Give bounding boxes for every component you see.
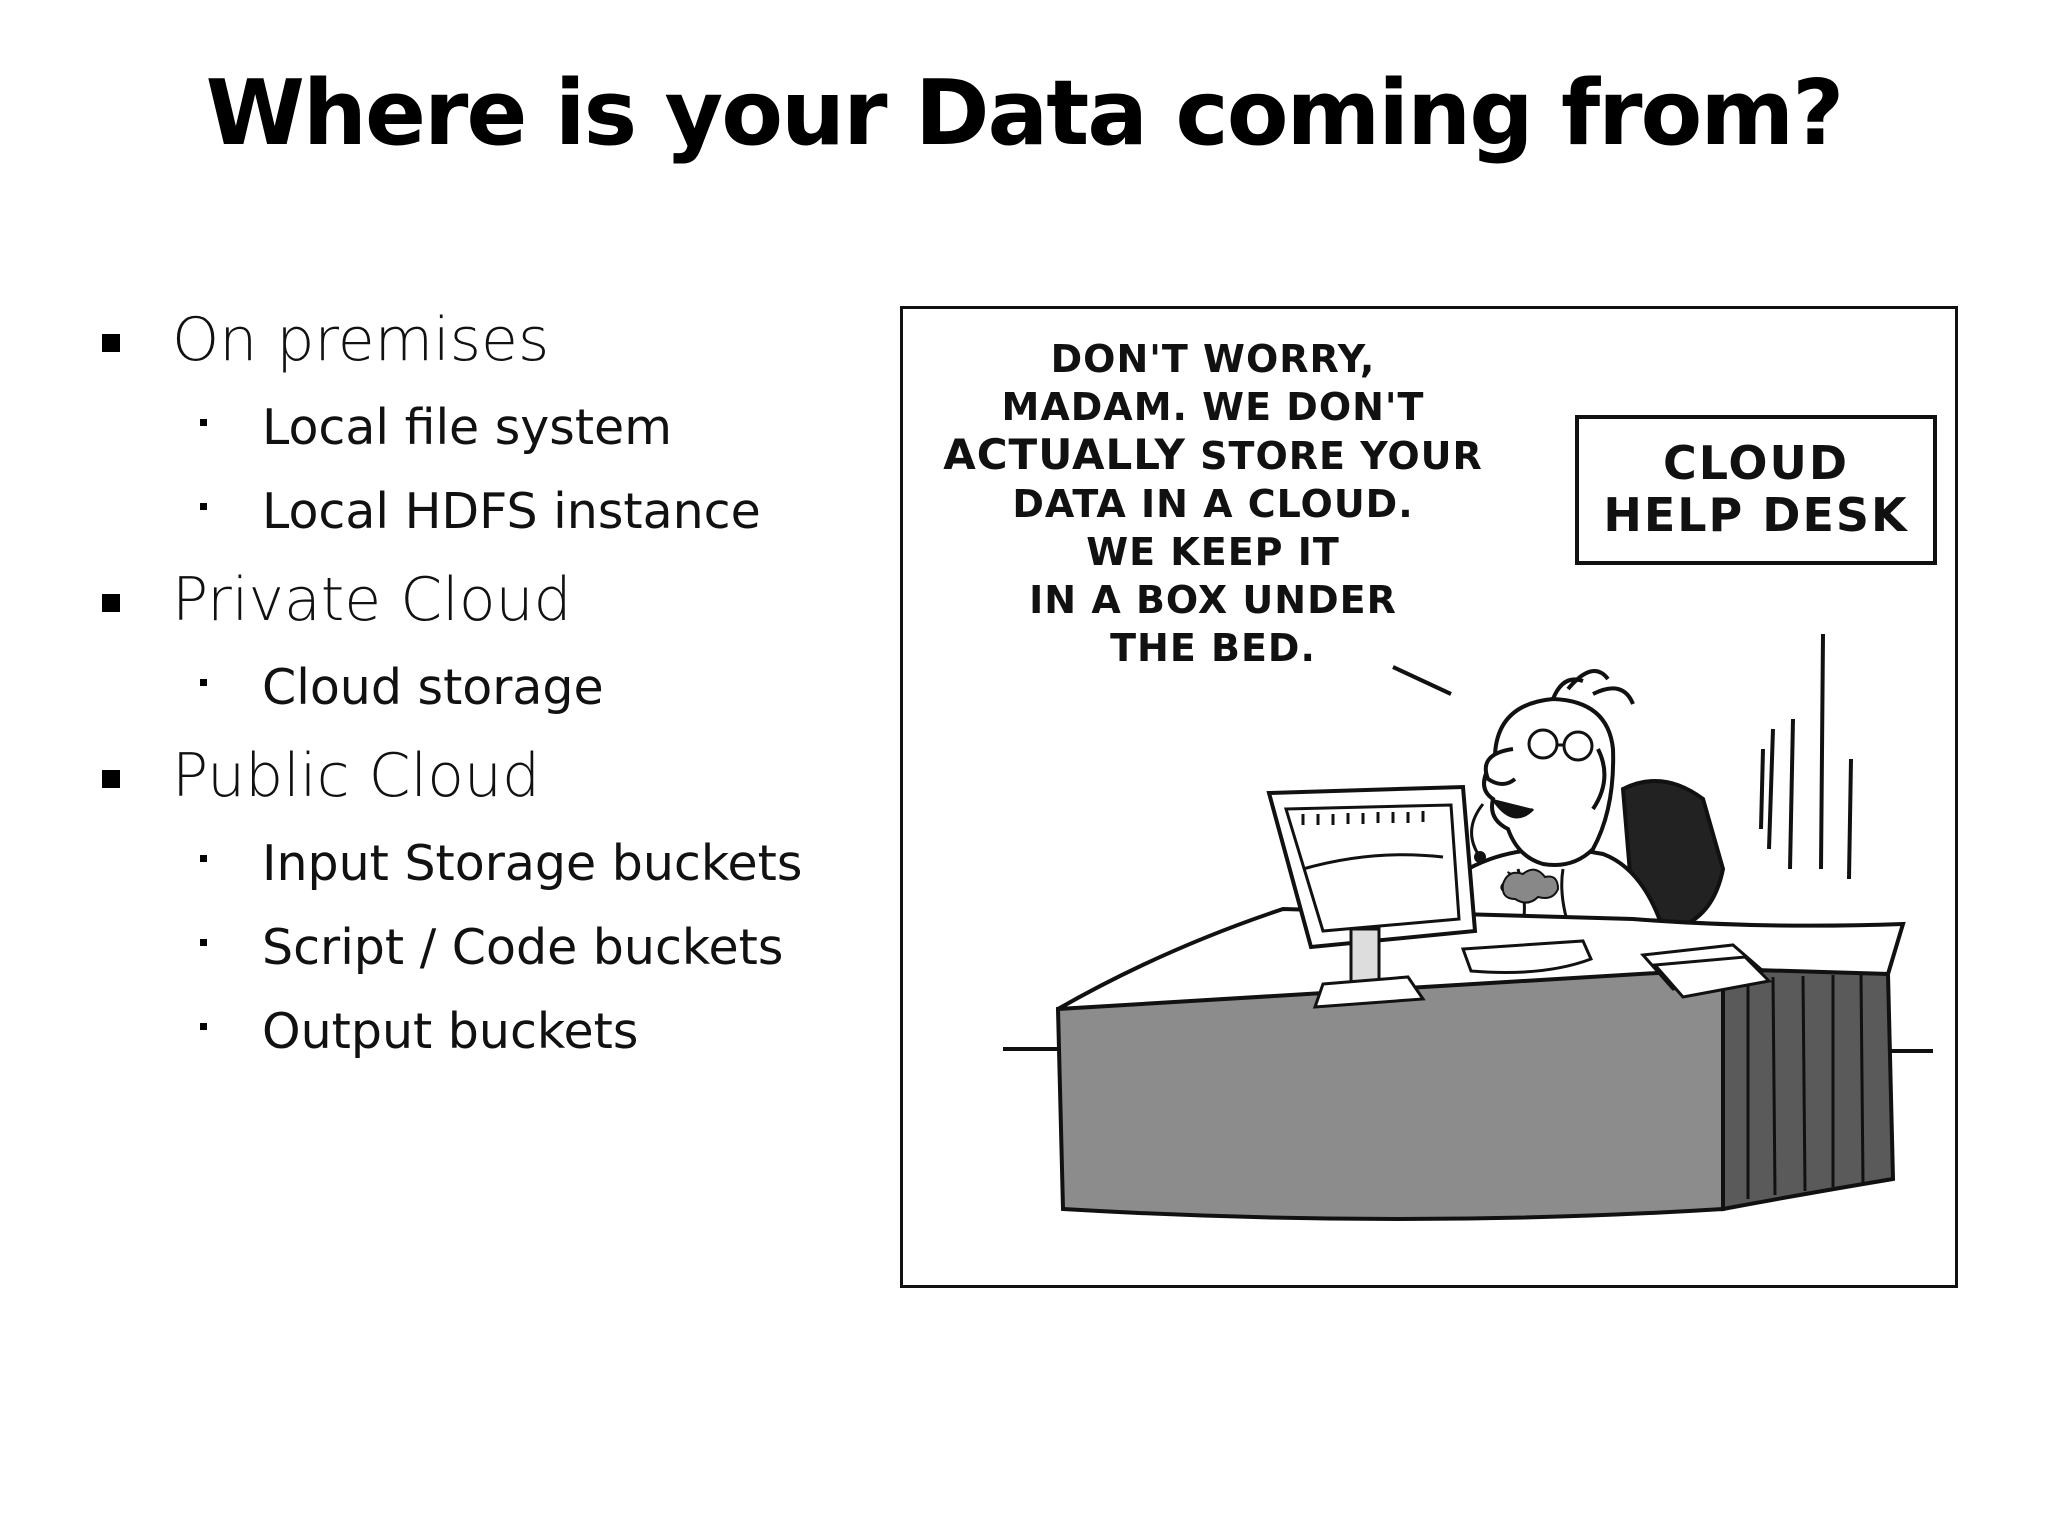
sub-bullet-label: Local HDFS instance xyxy=(262,483,761,540)
desk-front xyxy=(1055,966,1725,1221)
speech-line: THE BED. xyxy=(1110,626,1316,670)
speech-line: DATA IN A CLOUD. xyxy=(1012,482,1414,526)
monitor-screen-detail xyxy=(1302,853,1444,871)
small-square-bullet-icon xyxy=(200,1023,207,1030)
sub-bullet: Output buckets xyxy=(96,996,876,1068)
bullet-label: Private Cloud xyxy=(172,565,572,635)
person-mouth xyxy=(1491,798,1535,819)
speech-bubble-text: DON'T WORRY, MADAM. WE DON'T ACTUALLY ST… xyxy=(933,335,1493,672)
sub-bullet-label: Output buckets xyxy=(262,1003,639,1060)
motion-lines xyxy=(1759,633,1853,880)
cartoon-panel: DON'T WORRY, MADAM. WE DON'T ACTUALLY ST… xyxy=(900,306,1958,1288)
desk-side-hatch xyxy=(1746,974,1865,1199)
slide-title: Where is your Data coming from? xyxy=(205,61,1845,166)
desk-side xyxy=(1721,966,1896,1212)
speech-pointer xyxy=(1392,665,1452,696)
headset xyxy=(1591,748,1607,811)
paper-stack-2 xyxy=(1651,955,1773,999)
sub-bullet: Input Storage buckets xyxy=(96,828,876,900)
speech-line: WE KEEP IT xyxy=(1086,530,1340,574)
sign-line: HELP DESK xyxy=(1603,488,1909,542)
speech-line-emphasis: ACTUALLY STORE YOUR xyxy=(933,431,1493,480)
small-square-bullet-icon xyxy=(200,419,207,426)
square-bullet-icon xyxy=(102,594,120,612)
cartoon-drawing xyxy=(1003,633,1933,1221)
small-square-bullet-icon xyxy=(200,503,207,510)
monitor-base xyxy=(1312,975,1426,1009)
speech-emphasis-word: ACTUALLY xyxy=(943,430,1186,479)
speech-line: DON'T WORRY, xyxy=(1050,337,1376,381)
bullet-list: On premises Local file system Local HDFS… xyxy=(96,300,876,1080)
monitor-screen-ticks xyxy=(1301,811,1425,825)
small-square-bullet-icon xyxy=(200,855,207,862)
keyboard xyxy=(1460,939,1594,974)
monitor-screen xyxy=(1283,803,1461,933)
headset-mic xyxy=(1470,803,1485,855)
bullet-public-cloud: Public Cloud xyxy=(96,736,876,816)
sub-bullet-label: Local file system xyxy=(262,399,672,456)
sub-bullet: Local file system xyxy=(96,392,876,464)
person-hair xyxy=(1551,669,1635,705)
sign-line: CLOUD xyxy=(1662,436,1850,490)
cloud-shirt-logo-shape xyxy=(1501,868,1560,904)
square-bullet-icon xyxy=(102,770,120,788)
bullet-label: Public Cloud xyxy=(172,741,541,811)
person-nose xyxy=(1483,747,1517,786)
sub-bullet-label: Input Storage buckets xyxy=(262,835,803,892)
square-bullet-icon xyxy=(102,334,120,352)
small-square-bullet-icon xyxy=(200,679,207,686)
sub-bullet: Script / Code buckets xyxy=(96,912,876,984)
monitor-stand xyxy=(1349,927,1381,985)
sub-bullet: Local HDFS instance xyxy=(96,476,876,548)
help-desk-sign: CLOUD HELP DESK xyxy=(1575,415,1937,565)
sub-bullet-label: Script / Code buckets xyxy=(262,919,784,976)
speech-line: MADAM. WE DON'T xyxy=(1001,385,1425,429)
bullet-label: On premises xyxy=(172,305,550,375)
speech-emphasis-rest: STORE YOUR xyxy=(1200,434,1483,478)
sub-bullet-label: Cloud storage xyxy=(262,659,604,716)
small-square-bullet-icon xyxy=(200,939,207,946)
sub-bullet: Cloud storage xyxy=(96,652,876,724)
bullet-private-cloud: Private Cloud xyxy=(96,560,876,640)
bullet-on-premises: On premises xyxy=(96,300,876,380)
speech-line: IN A BOX UNDER xyxy=(1029,578,1397,622)
headset-mic-tip xyxy=(1474,851,1486,863)
